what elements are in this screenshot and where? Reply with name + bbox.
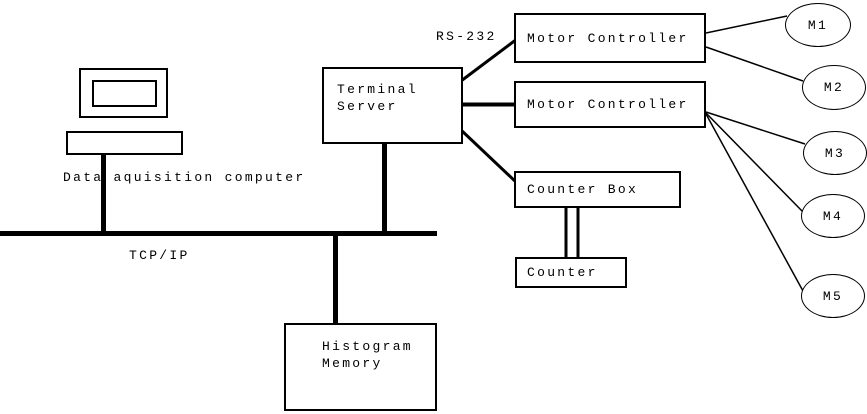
motor-m4-label: M4 [822, 208, 844, 224]
counter-box-node: Counter Box [514, 171, 681, 208]
motor-controller-2-label: Motor Controller [527, 97, 689, 112]
motor-controller-2-to-m3-line [705, 111, 806, 145]
motor-controller-1-node: Motor Controller [514, 13, 706, 63]
motor-m5-label: M5 [822, 288, 844, 304]
motor-m2-label: M2 [823, 80, 845, 95]
computer-screen-icon [92, 80, 157, 107]
motor-controller-2-to-m5-line [705, 113, 804, 292]
motor-m4-node: M4 [801, 194, 865, 238]
motor-m1-label: M1 [807, 17, 829, 33]
terminal-server-node: Terminal Server [322, 67, 463, 144]
histogram-memory-label-line2: Memory [322, 356, 383, 371]
motor-controller-1-label: Motor Controller [527, 30, 689, 46]
tcpip-bus-label: TCP/IP [129, 248, 190, 263]
motor-m3-node: M3 [803, 131, 867, 175]
terminal-server-label-line1: Terminal [337, 82, 418, 97]
counter-node: Counter [515, 257, 627, 288]
motor-m2-node: M2 [802, 65, 866, 110]
motor-m5-node: M5 [801, 274, 865, 318]
terminal-server-to-counter-box-line [459, 128, 519, 185]
motor-controller-1-to-m1-line [705, 15, 788, 34]
motor-m1-node: M1 [785, 3, 851, 47]
motor-m3-label: M3 [824, 145, 846, 161]
counter-label: Counter [527, 265, 598, 280]
data-acquisition-computer-label: Data aquisition computer [63, 170, 306, 185]
rs232-label: RS-232 [436, 29, 497, 44]
histogram-memory-node: Histogram Memory [284, 323, 437, 411]
terminal-server-to-motor-controller-1-line [460, 37, 518, 83]
histogram-memory-label-line1: Histogram [322, 339, 413, 354]
counter-box-label: Counter Box [527, 182, 639, 197]
computer-keyboard-icon [66, 131, 183, 155]
terminal-server-label-line2: Server [337, 99, 398, 114]
motor-controller-2-node: Motor Controller [514, 81, 706, 128]
motor-controller-2-to-m4-line [705, 112, 804, 213]
motor-controller-1-to-m2-line [705, 46, 804, 82]
